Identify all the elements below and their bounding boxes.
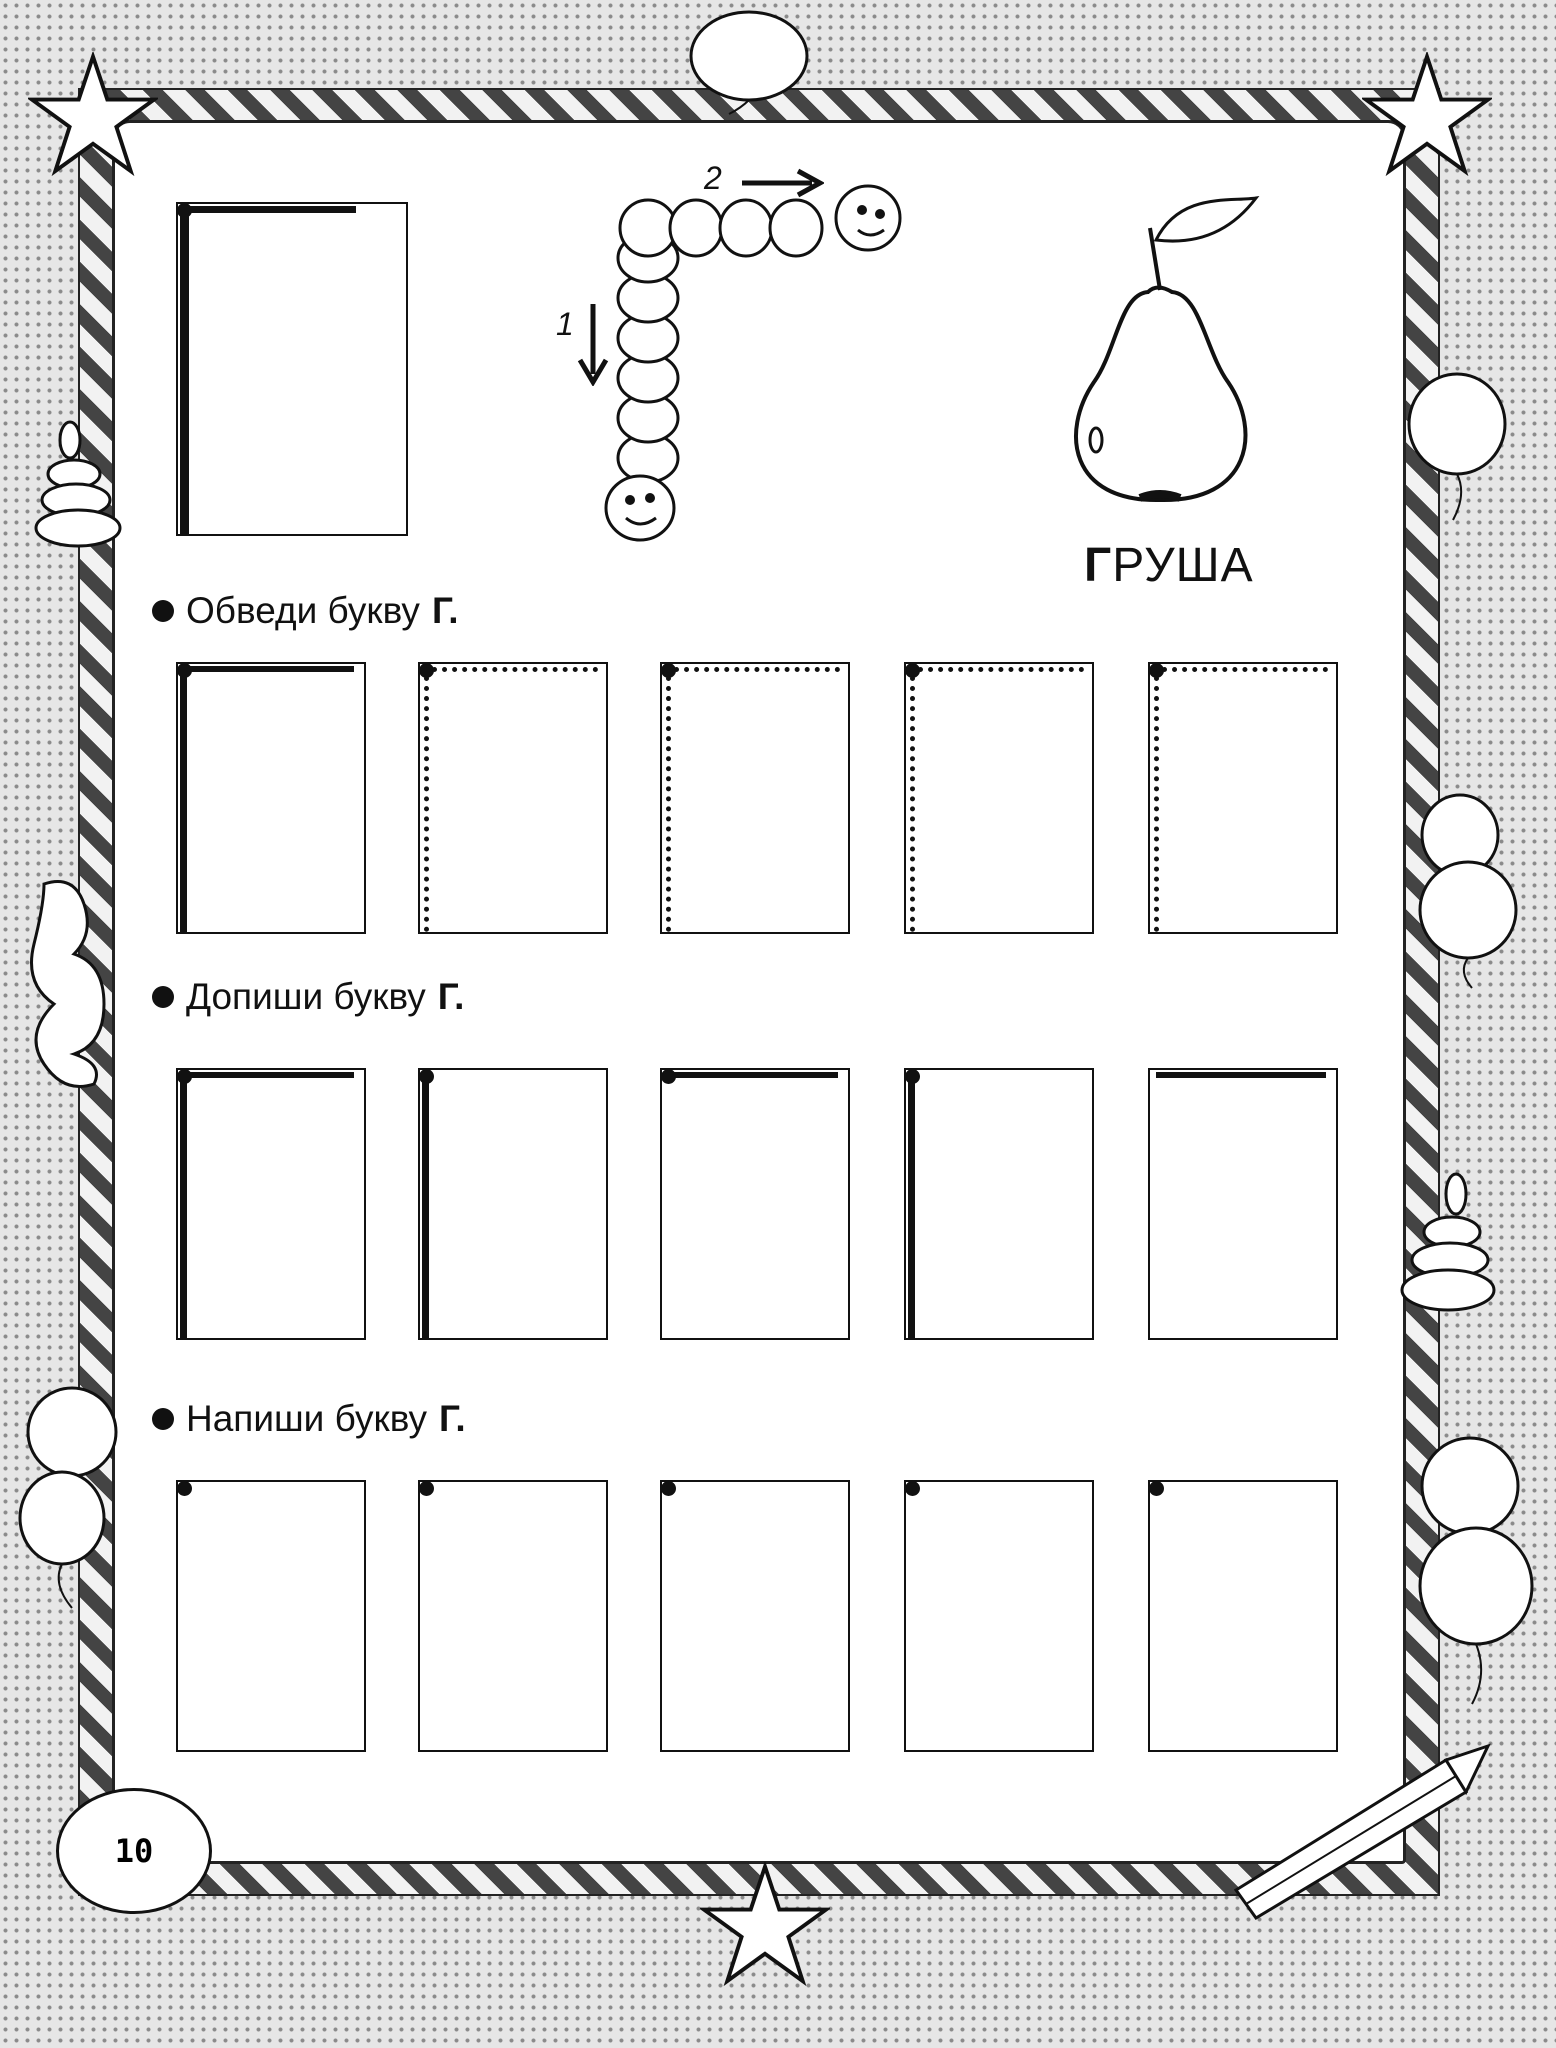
letter-stroke-horizontal (668, 1072, 838, 1078)
letter-stroke-horizontal (184, 666, 354, 672)
instruction-write: Напиши букву Г. (152, 1398, 466, 1440)
trace-cell-2[interactable] (418, 662, 608, 934)
star-icon (28, 52, 158, 177)
pencil-icon (1233, 1743, 1491, 1920)
balloon-icon (30, 880, 106, 1088)
trace-cell-3[interactable] (660, 662, 850, 934)
instruction-complete: Допиши букву Г. (152, 976, 464, 1018)
instruction-complete-letter: Г. (437, 976, 465, 1017)
letter-stroke-vertical (422, 1076, 429, 1338)
start-dot (905, 1481, 920, 1496)
pear-caption-rest: РУША (1112, 539, 1254, 592)
letter-stroke-vertical (180, 1076, 187, 1338)
instruction-trace-text: Обведи букву (186, 590, 420, 631)
letter-stroke-horizontal (184, 1072, 354, 1078)
star-icon (700, 1862, 830, 1987)
caterpillar-icon (604, 184, 902, 542)
pyramid-toy-icon (1400, 1172, 1496, 1312)
start-dot (419, 663, 434, 678)
stroke-number-2: 2 (704, 160, 722, 196)
start-dot (177, 1481, 192, 1496)
letter-stroke-horizontal (184, 206, 356, 213)
dotted-guide-horizontal (918, 667, 1084, 672)
letter-stroke-horizontal (1156, 1072, 1326, 1078)
dotted-guide-horizontal (1162, 667, 1328, 672)
start-dot (661, 1481, 676, 1496)
pear-caption: ГРУША (1084, 538, 1254, 593)
pyramid-toy-icon (34, 420, 122, 548)
trace-cell-4[interactable] (904, 662, 1094, 934)
start-dot (905, 663, 920, 678)
instruction-complete-text: Допиши букву (186, 976, 426, 1017)
balloon-icon (1407, 372, 1507, 521)
pear-caption-first-letter: Г (1084, 539, 1113, 592)
complete-cell-1[interactable] (176, 1068, 366, 1340)
letter-stroke-vertical (180, 210, 189, 534)
arrow-down-icon (577, 304, 609, 386)
star-icon (1362, 52, 1492, 177)
dotted-guide-vertical (424, 676, 429, 932)
complete-cell-2[interactable] (418, 1068, 608, 1340)
write-cell-2[interactable] (418, 1480, 608, 1752)
trace-cell-1[interactable] (176, 662, 366, 934)
instruction-write-text: Напиши букву (186, 1398, 428, 1439)
instruction-write-letter: Г. (439, 1398, 466, 1439)
write-cell-4[interactable] (904, 1480, 1094, 1752)
balloon-icon (1418, 793, 1518, 989)
instruction-trace-letter: Г. (431, 590, 459, 631)
letter-stroke-vertical (180, 670, 187, 932)
stroke-number-1: 1 (556, 306, 574, 342)
letter-stroke-vertical (908, 1076, 915, 1338)
write-cell-3[interactable] (660, 1480, 850, 1752)
write-cell-1[interactable] (176, 1480, 366, 1752)
arrow-right-icon (742, 168, 824, 198)
balloon-icon (1418, 1436, 1534, 1705)
dotted-guide-horizontal (674, 667, 840, 672)
bullet-icon (152, 986, 174, 1008)
example-letter-cell (176, 202, 408, 536)
dotted-guide-vertical (666, 676, 671, 932)
dotted-guide-vertical (910, 676, 915, 932)
start-dot (419, 1481, 434, 1496)
dotted-guide-horizontal (432, 667, 598, 672)
dotted-guide-vertical (1154, 676, 1159, 932)
pear-icon (1074, 195, 1260, 503)
start-dot (1149, 663, 1164, 678)
trace-cell-5[interactable] (1148, 662, 1338, 934)
bullet-icon (152, 600, 174, 622)
instruction-trace: Обведи букву Г. (152, 590, 459, 632)
write-cell-5[interactable] (1148, 1480, 1338, 1752)
start-dot (661, 663, 676, 678)
bullet-icon (152, 1408, 174, 1430)
complete-cell-5[interactable] (1148, 1068, 1338, 1340)
start-dot (1149, 1481, 1164, 1496)
complete-cell-3[interactable] (660, 1068, 850, 1340)
balloon-icon (689, 10, 809, 115)
complete-cell-4[interactable] (904, 1068, 1094, 1340)
page-number: 10 (56, 1788, 212, 1914)
balloon-icon (18, 1386, 118, 1609)
